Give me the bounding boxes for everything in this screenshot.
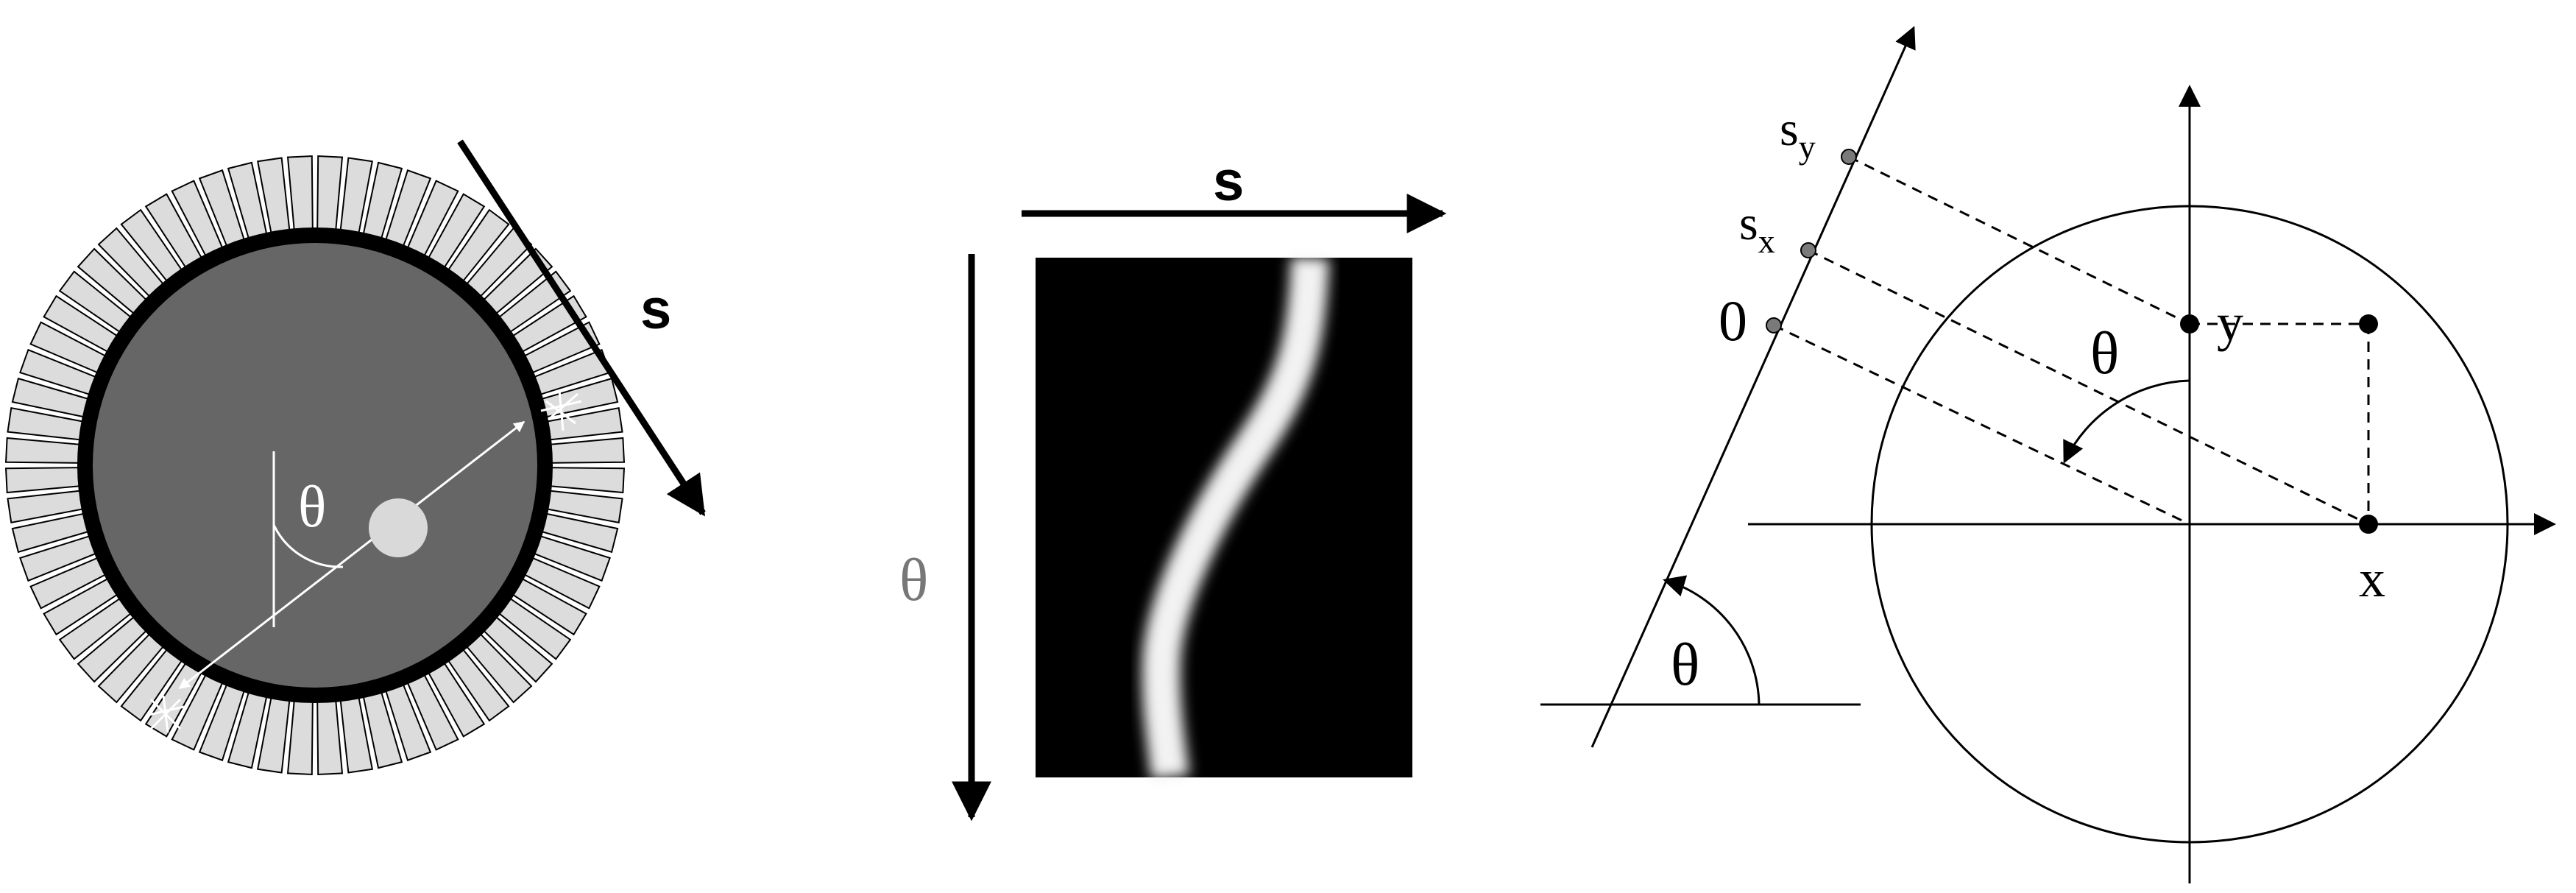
detector-block (547, 437, 626, 464)
s-direction-arrow (457, 139, 706, 517)
projection-rays (1773, 155, 2370, 526)
y-label: y (2217, 293, 2243, 352)
detector-block (316, 697, 344, 776)
theta-axis-label: θ (899, 546, 928, 613)
sx-label-sub: x (1758, 222, 1775, 260)
detector-block (286, 697, 314, 776)
detector-ring (4, 155, 626, 776)
sinusoid-trace (1142, 256, 1329, 780)
detection-flash-lower (145, 695, 185, 733)
detector-block (4, 467, 83, 494)
point-sx (1800, 242, 1816, 258)
sinogram-panel: s θ (899, 150, 1447, 822)
sy-label-base: s (1780, 102, 1799, 156)
point-sy (1841, 149, 1857, 165)
pet-ring-panel: s θ (4, 139, 706, 776)
point-origin (1766, 317, 1782, 333)
detector-block (286, 155, 314, 233)
detector-block (547, 467, 626, 494)
s-axis-label: s (1213, 150, 1244, 213)
detection-flash-upper (540, 389, 582, 431)
point-x (2359, 515, 2378, 534)
detector-block (316, 155, 344, 233)
point-xy (2359, 314, 2378, 333)
theta-mid-arc (2063, 379, 2190, 464)
projection-axis (1590, 26, 1916, 748)
source-point (369, 498, 428, 557)
sx-label: sx (1739, 197, 1775, 260)
x-label: x (2359, 549, 2385, 608)
sy-label: sy (1780, 102, 1816, 166)
point-y (2180, 314, 2199, 333)
theta-base-label: θ (1671, 631, 1699, 698)
theta-base-arc (1663, 575, 1761, 705)
s-label: s (640, 278, 671, 341)
theta-mid-label: θ (2090, 320, 2119, 387)
ring-interior (93, 243, 537, 688)
sx-label-base: s (1739, 197, 1758, 250)
line-of-response (178, 420, 526, 690)
origin-label: 0 (1719, 289, 1747, 353)
theta-label: θ (298, 475, 326, 540)
sy-label-sub: y (1799, 128, 1816, 166)
geometry-panel: θ θ sy sx 0 y x (1540, 26, 2556, 883)
detector-block (4, 437, 83, 464)
